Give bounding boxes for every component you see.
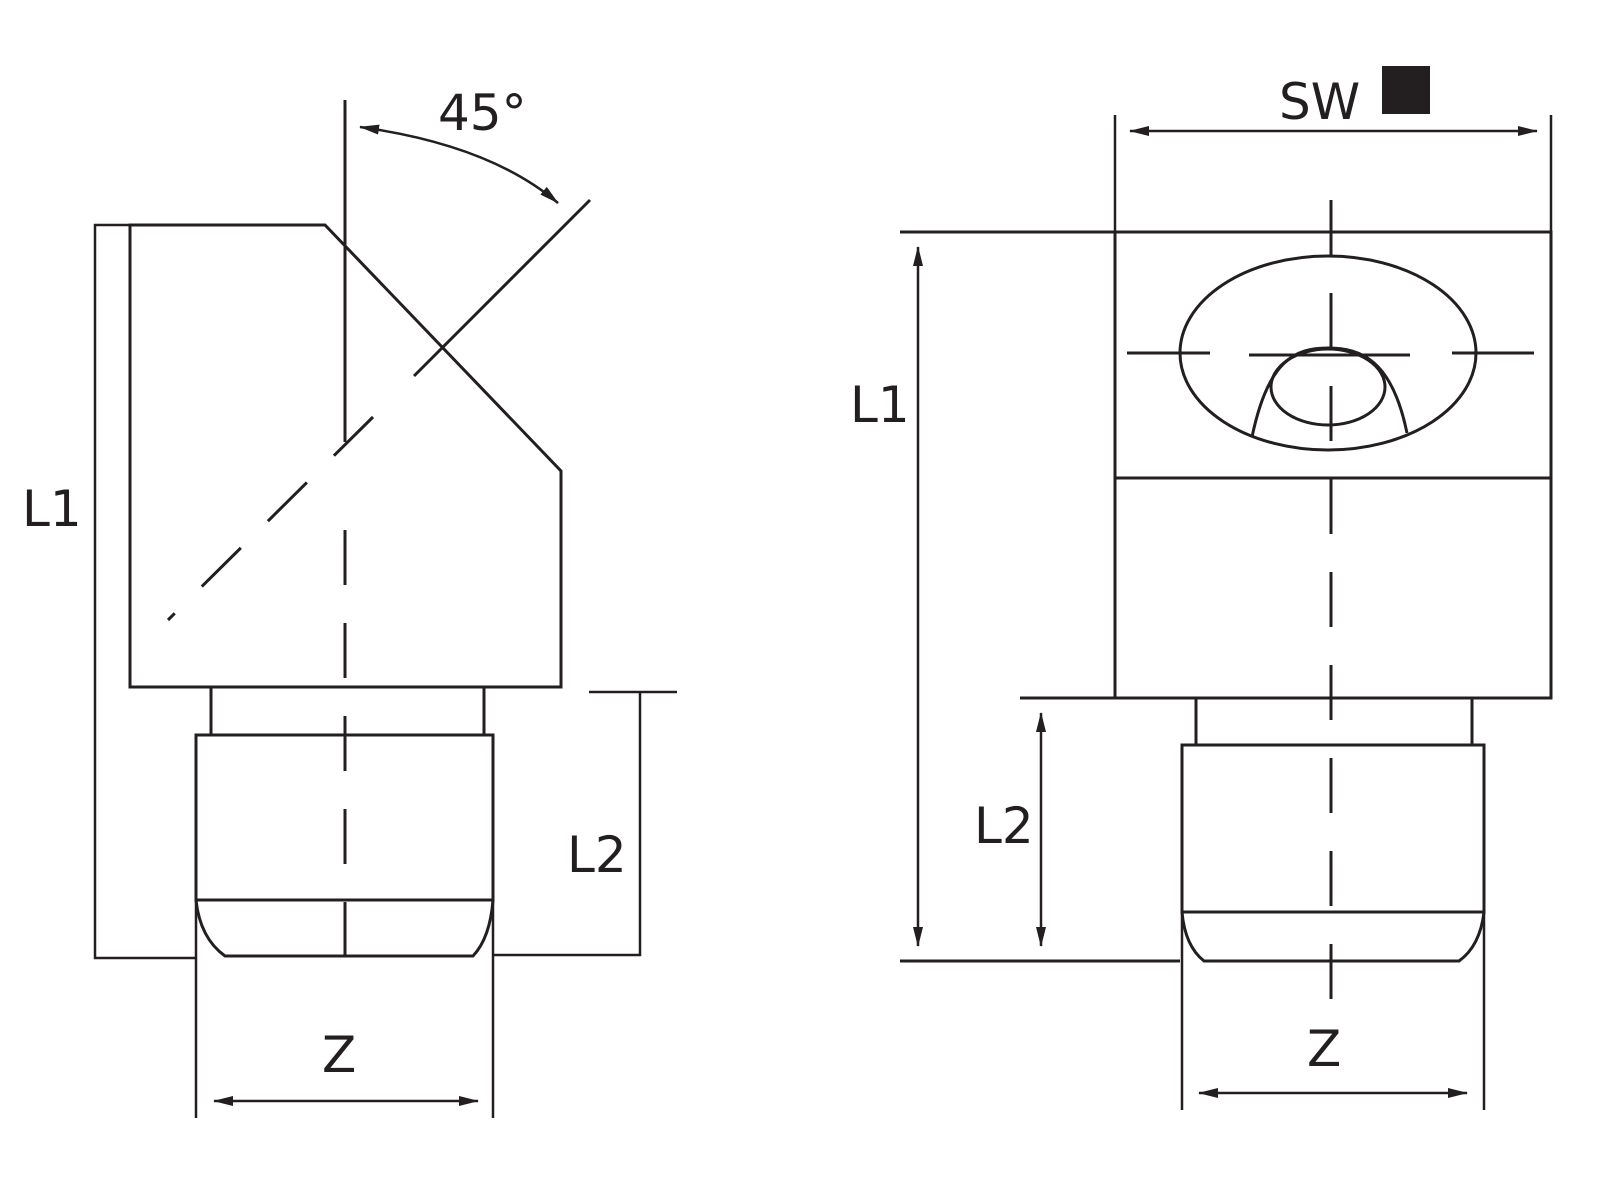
left-angle-line: [412, 198, 592, 378]
left-view: 45° L1 L2 Z: [22, 84, 677, 1118]
right-z-label: Z: [1307, 1020, 1341, 1078]
right-cylinder: [1180, 743, 1486, 914]
left-z-extensions: [194, 900, 495, 1118]
square-symbol: [1382, 66, 1430, 114]
right-horizontal-centerline: [1127, 351, 1534, 357]
right-z-extensions: [1180, 912, 1486, 1110]
right-view: SW L1 L2 Z: [850, 66, 1553, 1110]
sw-extensions: [1113, 115, 1553, 232]
right-l2-label: L2: [974, 797, 1034, 855]
left-z-label: Z: [322, 1026, 356, 1084]
right-neck: [1194, 698, 1474, 745]
right-l1-label: L1: [850, 376, 910, 434]
left-l1-label: L1: [22, 480, 82, 538]
spherical-seat: [1250, 346, 1409, 438]
left-rounded-tip: [194, 899, 495, 958]
left-angle-dashed: [166, 415, 375, 622]
angle-label: 45°: [438, 84, 527, 142]
left-l2-label: L2: [567, 826, 627, 884]
left-body-outline: [128, 223, 563, 689]
angle-arc: [359, 124, 559, 204]
right-rounded-tip: [1180, 911, 1486, 963]
sw-label: SW: [1279, 73, 1360, 131]
right-body-outline: [1113, 230, 1553, 700]
left-l1-bracket: [93, 223, 196, 960]
outer-ellipse: [1178, 254, 1478, 452]
left-neck: [209, 687, 486, 735]
left-l2-bracket: [493, 690, 677, 957]
